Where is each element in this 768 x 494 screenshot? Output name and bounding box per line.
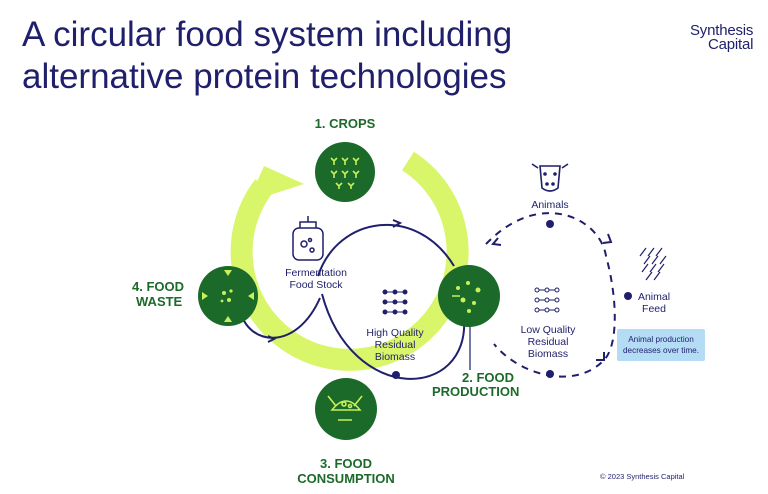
logo-line-1: Synthesis [690,22,754,39]
inner-cycle-dot [392,371,400,379]
label-hq-1: High Quality [366,327,424,339]
hq-biomass-dots-icon [382,289,408,315]
inner-cycle-bottom [321,293,466,380]
label-lq-2: Residual [528,336,569,348]
label-fermentation-1: Fermentation [285,267,347,279]
label-lq-1: Low Quality [521,324,577,336]
wheat-icon [639,247,667,281]
animal-production-note: Animal production decreases over time. [617,329,705,361]
animal-loop-arrow-1 [602,233,613,244]
label-food-consumption-1: 3. FOOD [320,456,372,471]
label-hq-2: Residual [375,339,416,351]
node-food-consumption [315,378,377,440]
lq-biomass-dots-icon [534,287,560,313]
copyright: © 2023 Synthesis Capital [600,472,685,481]
node-food-waste [198,266,258,326]
animal-loop-dot-3 [546,370,554,378]
title-line-2: alternative protein technologies [22,57,507,96]
page-title: A circular food system including alterna… [22,14,582,98]
logo-line-2: Capital [707,36,754,53]
label-food-consumption-2: CONSUMPTION [297,471,395,486]
synthesis-capital-logo: Synthesis Capital [690,22,754,53]
label-food-waste-1: 4. FOOD [132,279,184,294]
label-lq-3: Biomass [528,348,568,360]
sprouts-icon [330,157,360,189]
label-food-waste-2: WASTE [136,294,183,309]
inner-arrow-right [392,219,403,228]
label-animals: Animals [531,199,568,211]
label-animal-feed-1: Animal [638,291,670,303]
node-food-production [438,265,500,327]
label-fermentation-2: Food Stock [289,279,343,291]
label-hq-3: Biomass [375,351,415,363]
label-food-production-1: 2. FOOD [462,370,514,385]
label-crops: 1. CROPS [315,116,376,131]
animal-loop-dot-1 [546,220,554,228]
label-food-production-2: PRODUCTION [432,384,519,399]
animal-loop-arrow-2 [491,237,502,246]
fermenter-tank-icon [292,216,324,261]
compost-arrows-icon [202,270,254,322]
animal-loop-arrow-3 [596,352,605,361]
inner-arrow-waste [267,335,277,343]
molecule-icon [452,281,481,313]
plate-with-cutlery-icon [327,395,363,421]
title-line-1: A circular food system including [22,15,513,54]
animal-loop-dot-2 [624,292,632,300]
cycle-ring-arrowhead [248,166,304,202]
inner-cycle-top [317,223,455,277]
cow-icon [531,163,569,192]
cycle-ring [230,151,469,371]
node-crops [315,142,375,202]
label-animal-feed-2: Feed [642,303,666,315]
